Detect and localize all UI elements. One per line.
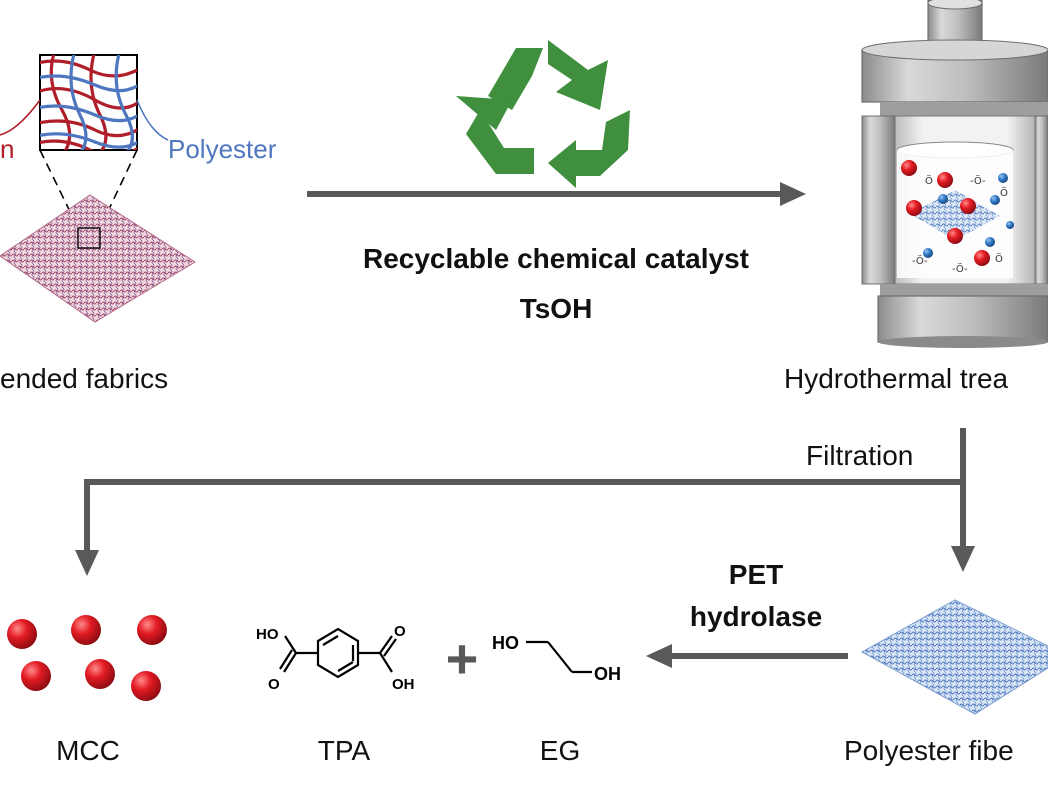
svg-text:-Ö-: -Ö- [912,254,928,267]
svg-text:Ö: Ö [925,174,933,187]
catalyst-line-2: TsOH [520,293,593,324]
catalyst-line-1: Recyclable chemical catalyst [363,243,749,274]
eg-label: EG [540,735,580,766]
filtration-arrows [84,428,966,552]
tpa-oh-label: OH [392,676,415,693]
fabric-zoom-square [39,54,138,151]
svg-text:Ö: Ö [995,252,1003,265]
pet-label-line-1: PET [729,559,783,590]
eg-ho-label: HO [492,633,519,653]
reactor-vessel-icon: -Ö- Ö -Ö- -Ö- Ö Ö [861,0,1048,348]
cotton-label: n [0,134,14,164]
eg-oh-label: OH [594,664,621,684]
polyester-label: Polyester [168,134,277,164]
tpa-label: TPA [318,735,371,766]
blended-fabric-group: n Polyester ended fabrics [0,54,277,394]
svg-text:Ö: Ö [1000,186,1008,199]
polyester-fiber-label: Polyester fibe [844,735,1014,766]
blended-fabrics-label: ended fabrics [0,363,168,394]
recycle-icon [456,40,630,188]
hydrothermal-label: Hydrothermal trea [784,363,1009,394]
mcc-label: MCC [56,735,120,766]
svg-text:-Ö-: -Ö- [952,262,968,275]
eg-structure [526,640,592,674]
pet-hydrolase-arrow [646,644,848,668]
fabric-mesh-icon [0,194,196,323]
top-process-arrow [307,182,806,206]
filtration-label: Filtration [806,440,913,471]
svg-text:-Ö-: -Ö- [970,174,986,187]
polyester-fiber-mesh-icon [860,599,1048,715]
tpa-o-top-label: O [394,623,406,640]
tpa-ho-label: HO [256,626,279,643]
tpa-o-bottom-label: O [268,676,280,693]
pet-label-line-2: hydrolase [690,601,822,632]
mcc-spheres [7,615,167,701]
plus-sign: + [446,627,479,690]
tpa-structure [279,627,397,679]
